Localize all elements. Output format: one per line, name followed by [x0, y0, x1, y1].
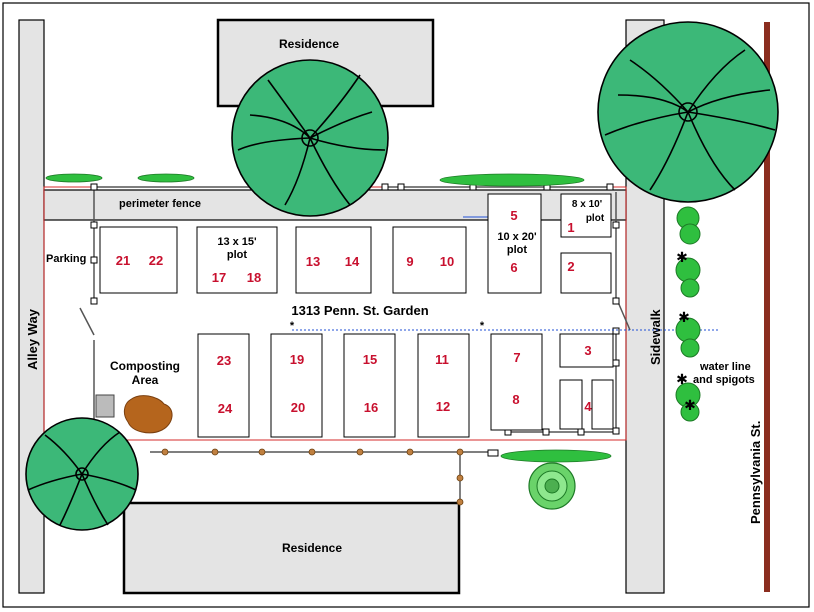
plot-number-13: 13	[306, 254, 320, 269]
spigot-marker-left: *	[290, 320, 295, 332]
plot-number-6: 6	[510, 260, 517, 275]
water-line-label-line1: water line	[699, 361, 751, 373]
garden-title: 1313 Penn. St. Garden	[291, 303, 428, 318]
plot-size-8x10-line1: 8 x 10'	[572, 199, 602, 210]
water-line-label-line2: and spigots	[693, 374, 755, 386]
plot-number-10: 10	[440, 254, 454, 269]
parking-label: Parking	[46, 253, 86, 265]
plot-number-5: 5	[510, 208, 517, 223]
residence-bottom-label: Residence	[282, 541, 342, 555]
bed-15-16	[343, 333, 396, 438]
plot-number-23: 23	[217, 353, 231, 368]
composting-label-line1: Composting	[110, 359, 180, 373]
plot-size-8x10-line2: plot	[586, 213, 605, 224]
spigot-marker-right: *	[480, 320, 485, 332]
bed-9-10	[392, 226, 467, 294]
bed-1	[560, 193, 612, 238]
plot-number-4: 4	[584, 399, 592, 414]
round-shrub	[528, 462, 576, 510]
bed-21-22	[99, 226, 178, 294]
pennsylvania-street-label: Pennsylvania St.	[748, 421, 763, 524]
plot-size-13x15-line2: plot	[227, 249, 247, 261]
plot-number-20: 20	[291, 400, 305, 415]
perimeter-fence-label: perimeter fence	[119, 198, 201, 210]
tree-center	[231, 59, 389, 217]
fence-posts	[90, 183, 620, 436]
plot-size-10x20-line1: 10 x 20'	[497, 231, 537, 243]
svg-text:✱: ✱	[684, 398, 696, 414]
plot-number-19: 19	[290, 352, 304, 367]
bed-4b	[591, 379, 614, 430]
hedges	[45, 173, 612, 463]
bed-19-20	[270, 333, 323, 438]
plot-number-2: 2	[567, 259, 574, 274]
plot-number-7: 7	[513, 350, 520, 365]
plot-number-16: 16	[364, 400, 378, 415]
bed-23-24	[197, 333, 250, 438]
bed-2	[560, 252, 612, 294]
bed-7-8	[490, 333, 543, 431]
bed-4a	[559, 379, 583, 430]
plot-number-15: 15	[363, 352, 377, 367]
bed-5-6	[487, 193, 542, 294]
tree-top-right	[597, 21, 779, 203]
bed-17-18	[196, 226, 278, 294]
plot-number-1: 1	[567, 220, 574, 235]
compost-bin	[95, 394, 115, 418]
gate-post	[487, 449, 499, 457]
plot-number-8: 8	[512, 392, 519, 407]
residence-top-label: Residence	[279, 37, 339, 51]
plot-number-24: 24	[218, 401, 233, 416]
sidewalk-label: Sidewalk	[648, 309, 663, 365]
plot-number-22: 22	[149, 253, 163, 268]
residence-bottom	[122, 501, 461, 595]
svg-text:✱: ✱	[676, 250, 688, 266]
alley-way-label: Alley Way	[25, 308, 40, 370]
plot-number-21: 21	[116, 253, 130, 268]
plot-number-17: 17	[212, 270, 226, 285]
plot-number-3: 3	[584, 343, 591, 358]
plot-size-10x20-line2: plot	[507, 244, 527, 256]
lower-fence-posts	[161, 448, 464, 506]
tree-bottom-left	[25, 417, 139, 531]
compost-pile	[123, 395, 173, 434]
composting-label-line2: Area	[132, 373, 159, 387]
bed-11-12	[417, 333, 470, 438]
svg-text:✱: ✱	[678, 310, 690, 326]
svg-text:✱: ✱	[676, 372, 688, 388]
plot-number-9: 9	[406, 254, 413, 269]
plot-number-14: 14	[345, 254, 360, 269]
plot-number-18: 18	[247, 270, 261, 285]
bed-13-14	[295, 226, 372, 294]
plot-number-12: 12	[436, 399, 450, 414]
pennsylvania-street-line	[764, 22, 770, 592]
plot-size-13x15-line1: 13 x 15'	[217, 236, 257, 248]
plot-number-11: 11	[435, 352, 449, 367]
bed-3	[559, 333, 614, 368]
